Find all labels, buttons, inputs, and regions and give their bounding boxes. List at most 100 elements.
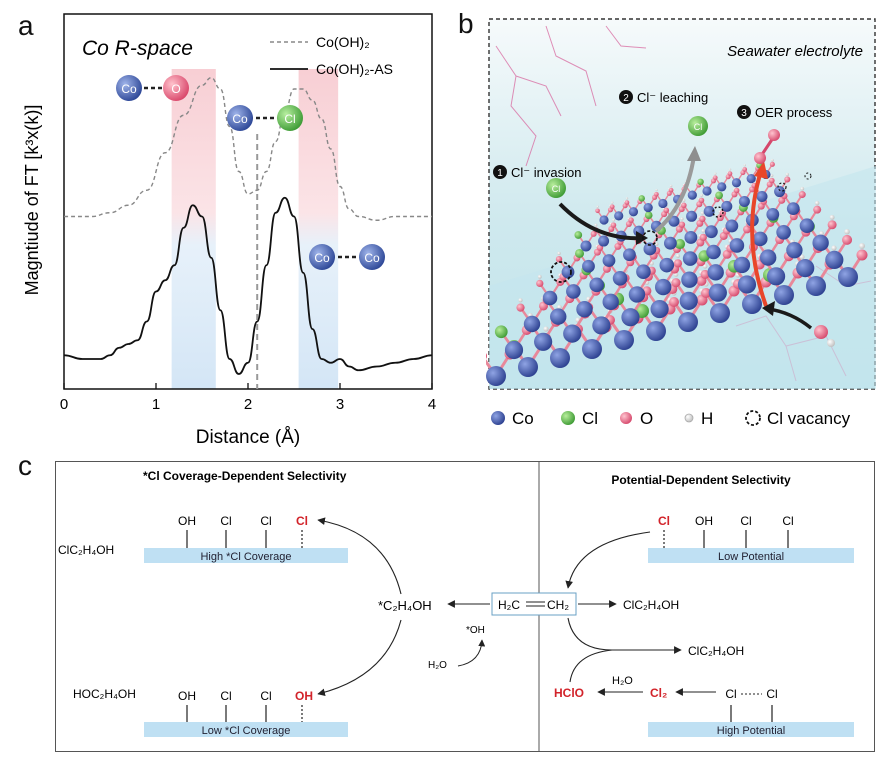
- right-section-title: Potential-Dependent Selectivity: [611, 473, 791, 487]
- panel-label-b: b: [458, 8, 474, 39]
- left-section-title: *Cl Coverage-Dependent Selectivity: [143, 469, 347, 483]
- low-coverage-product: HOC₂H₄OH: [73, 687, 136, 701]
- o2-molecule: [754, 129, 780, 164]
- chart-title: Co R-space: [82, 37, 193, 60]
- x-tick-label-3: 3: [336, 396, 344, 413]
- x-tick-label-0: 0: [60, 396, 68, 413]
- seawater-schematic: Seawater electrolyte 1 Cl⁻ invasion 2 Cl…: [486, 18, 876, 428]
- step-3-oer: 3 OER process: [737, 105, 833, 120]
- low-potential-bar-label: Low Potential: [718, 551, 784, 563]
- reaction-scheme-svg: *Cl Coverage-Dependent Selectivity Poten…: [58, 462, 854, 751]
- reaction-scheme: *Cl Coverage-Dependent Selectivity Poten…: [55, 461, 875, 752]
- cl2-label: Cl₂: [650, 686, 667, 700]
- oh-reagent-label: *OH: [466, 625, 485, 636]
- step-2-cl-leaching: 2 Cl⁻ leaching: [619, 90, 708, 105]
- free-cl-atom-leaving: Cl: [688, 116, 708, 136]
- step-3-label: OER process: [755, 105, 833, 120]
- panel-label-c: c: [18, 450, 32, 481]
- highpot-cl-right: Cl: [766, 687, 777, 701]
- bond-co-co: Co Co: [309, 244, 385, 270]
- branch-curve: [567, 617, 613, 651]
- lowpot-group-3: Cl: [740, 514, 751, 528]
- co-oh-lattice: [486, 158, 876, 389]
- x-tick-label-2: 2: [244, 396, 252, 413]
- legend-vacancy-label: Cl vacancy: [767, 409, 851, 428]
- low-group-3: Cl: [260, 689, 271, 703]
- bond-co-o-atom-b: O: [171, 82, 180, 96]
- arrow-to-high-cl: [317, 517, 402, 595]
- bond-co-co-atom-b: Co: [364, 251, 380, 265]
- hydroxide-ion: [814, 325, 835, 347]
- cl-vacancy-5: [804, 172, 812, 180]
- schematic-title: Seawater electrolyte: [727, 43, 863, 60]
- water-right-label: H₂O: [612, 675, 633, 687]
- bond-co-co-atom-a: Co: [314, 251, 330, 265]
- cl-vacancy-1: [642, 230, 658, 246]
- bond-co-cl-atom-a: Co: [232, 112, 248, 126]
- atom-legend: Co Cl O H Cl vacancy: [491, 409, 851, 428]
- low-group-2: Cl: [220, 689, 231, 703]
- arrow-lowpot-cl-to-ethylene: [565, 531, 651, 589]
- high-coverage-surface: High *Cl Coverage OH Cl Cl Cl: [144, 514, 348, 563]
- legend-h-label: H: [701, 409, 713, 428]
- ethylene-box: H₂C CH₂: [491, 592, 577, 616]
- y-axis-label: Magntiude of FT [k³x(k)]: [22, 105, 42, 296]
- high-coverage-product: ClC₂H₄OH: [58, 543, 114, 557]
- lowpot-group-4: Cl: [782, 514, 793, 528]
- cl-vacancy-3: [712, 206, 724, 218]
- high-group-3: Cl: [260, 514, 271, 528]
- low-potential-surface: Low Potential Cl OH Cl Cl: [648, 514, 854, 563]
- invasion-arrow: [558, 202, 645, 241]
- high-group-4: Cl: [296, 514, 308, 528]
- high-potential-surface: High Potential Cl Cl: [648, 687, 854, 737]
- legend-co-label: Co: [512, 409, 534, 428]
- intermediate-label: *C₂H₄OH: [378, 598, 432, 613]
- step-1-label: Cl⁻ invasion: [511, 165, 581, 180]
- high-group-2: Cl: [220, 514, 231, 528]
- step-3-number: 3: [741, 108, 747, 119]
- hclo-branch-curve: [569, 649, 613, 683]
- svg-text:Cl: Cl: [552, 184, 561, 194]
- shaded-region-1: [171, 69, 216, 389]
- low-group-4: OH: [295, 689, 313, 703]
- legend-cl-label: Cl: [582, 409, 598, 428]
- lowpot-group-1: Cl: [658, 514, 670, 528]
- product-right-1: ClC₂H₄OH: [623, 598, 679, 612]
- legend-label-series-1: Co(OH)₂: [316, 34, 370, 50]
- x-tick-label-4: 4: [428, 396, 436, 413]
- lowpot-group-2: OH: [695, 514, 713, 528]
- high-potential-bar-label: High Potential: [717, 725, 786, 737]
- step-1-number: 1: [497, 168, 503, 179]
- ethylene-right: CH₂: [547, 598, 569, 612]
- highpot-cl-left: Cl: [725, 687, 736, 701]
- high-group-1: OH: [178, 514, 196, 528]
- bond-co-o-atom-a: Co: [121, 82, 137, 96]
- ethylene-left: H₂C: [498, 598, 520, 612]
- panel-label-a: a: [18, 10, 34, 41]
- water-left-label: H₂O: [428, 660, 447, 671]
- low-coverage-surface: Low *Cl Coverage OH Cl Cl OH: [144, 689, 348, 737]
- bond-co-cl: Co Cl: [227, 105, 303, 131]
- low-coverage-bar-label: Low *Cl Coverage: [202, 725, 291, 737]
- step-1-cl-invasion: 1 Cl⁻ invasion: [493, 165, 581, 180]
- leaching-arrow: [654, 155, 696, 233]
- high-coverage-bar-label: High *Cl Coverage: [200, 551, 291, 563]
- series-line-1: [63, 77, 432, 221]
- oer-arrow: [750, 170, 768, 307]
- svg-text:Cl: Cl: [694, 122, 703, 132]
- series-line-2: [63, 196, 433, 375]
- arrow-to-low-oh: [317, 619, 402, 697]
- product-right-2: ClC₂H₄OH: [688, 644, 744, 658]
- x-axis-label: Distance (Å): [196, 427, 301, 448]
- arrow-water-to-oh: [457, 639, 486, 667]
- free-cl-atom-invading: Cl: [546, 178, 566, 198]
- legend-o-label: O: [640, 409, 653, 428]
- chart-legend: Co(OH)₂ Co(OH)₂-AS: [270, 34, 393, 77]
- bond-co-cl-atom-b: Cl: [284, 112, 295, 126]
- legend-label-series-2: Co(OH)₂-AS: [316, 61, 393, 77]
- step-2-number: 2: [623, 93, 629, 104]
- step-2-label: Cl⁻ leaching: [637, 90, 708, 105]
- bond-co-o: Co O: [116, 75, 189, 101]
- shaded-region-2: [298, 69, 339, 389]
